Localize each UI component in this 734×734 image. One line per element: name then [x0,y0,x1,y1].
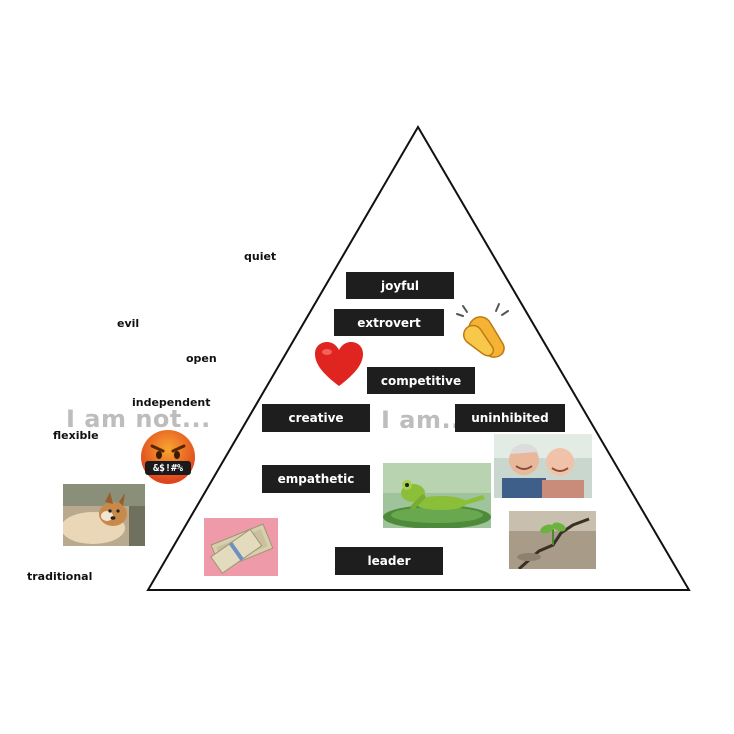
frog-photo[interactable] [383,463,491,528]
word-open[interactable]: open [186,352,217,365]
sprout-photo[interactable] [509,511,596,569]
word-quiet[interactable]: quiet [244,250,277,263]
tag-uninhibited[interactable]: uninhibited [455,404,565,432]
tag-competitive[interactable]: competitive [367,367,475,394]
word-evil[interactable]: evil [117,317,140,330]
tag-creative[interactable]: creative [262,404,370,432]
word-traditional[interactable]: traditional [27,570,93,583]
dog-photo[interactable] [63,484,145,546]
clapping-hands-icon[interactable] [453,300,515,362]
cursing-symbols: &$!#% [152,462,184,474]
tag-leader[interactable]: leader [335,547,443,575]
i-am-not-label: I am not... [66,405,211,433]
cursing-face-icon[interactable]: &$!#% [139,428,197,486]
tag-empathetic[interactable]: empathetic [262,465,370,493]
tag-joyful[interactable]: joyful [346,272,454,299]
tag-extrovert[interactable]: extrovert [334,309,444,336]
elderly-couple-photo[interactable] [494,434,592,498]
money-photo[interactable] [204,518,278,576]
word-flexible[interactable]: flexible [53,429,99,442]
word-independent[interactable]: independent [132,396,211,409]
red-heart-icon[interactable] [313,340,365,388]
